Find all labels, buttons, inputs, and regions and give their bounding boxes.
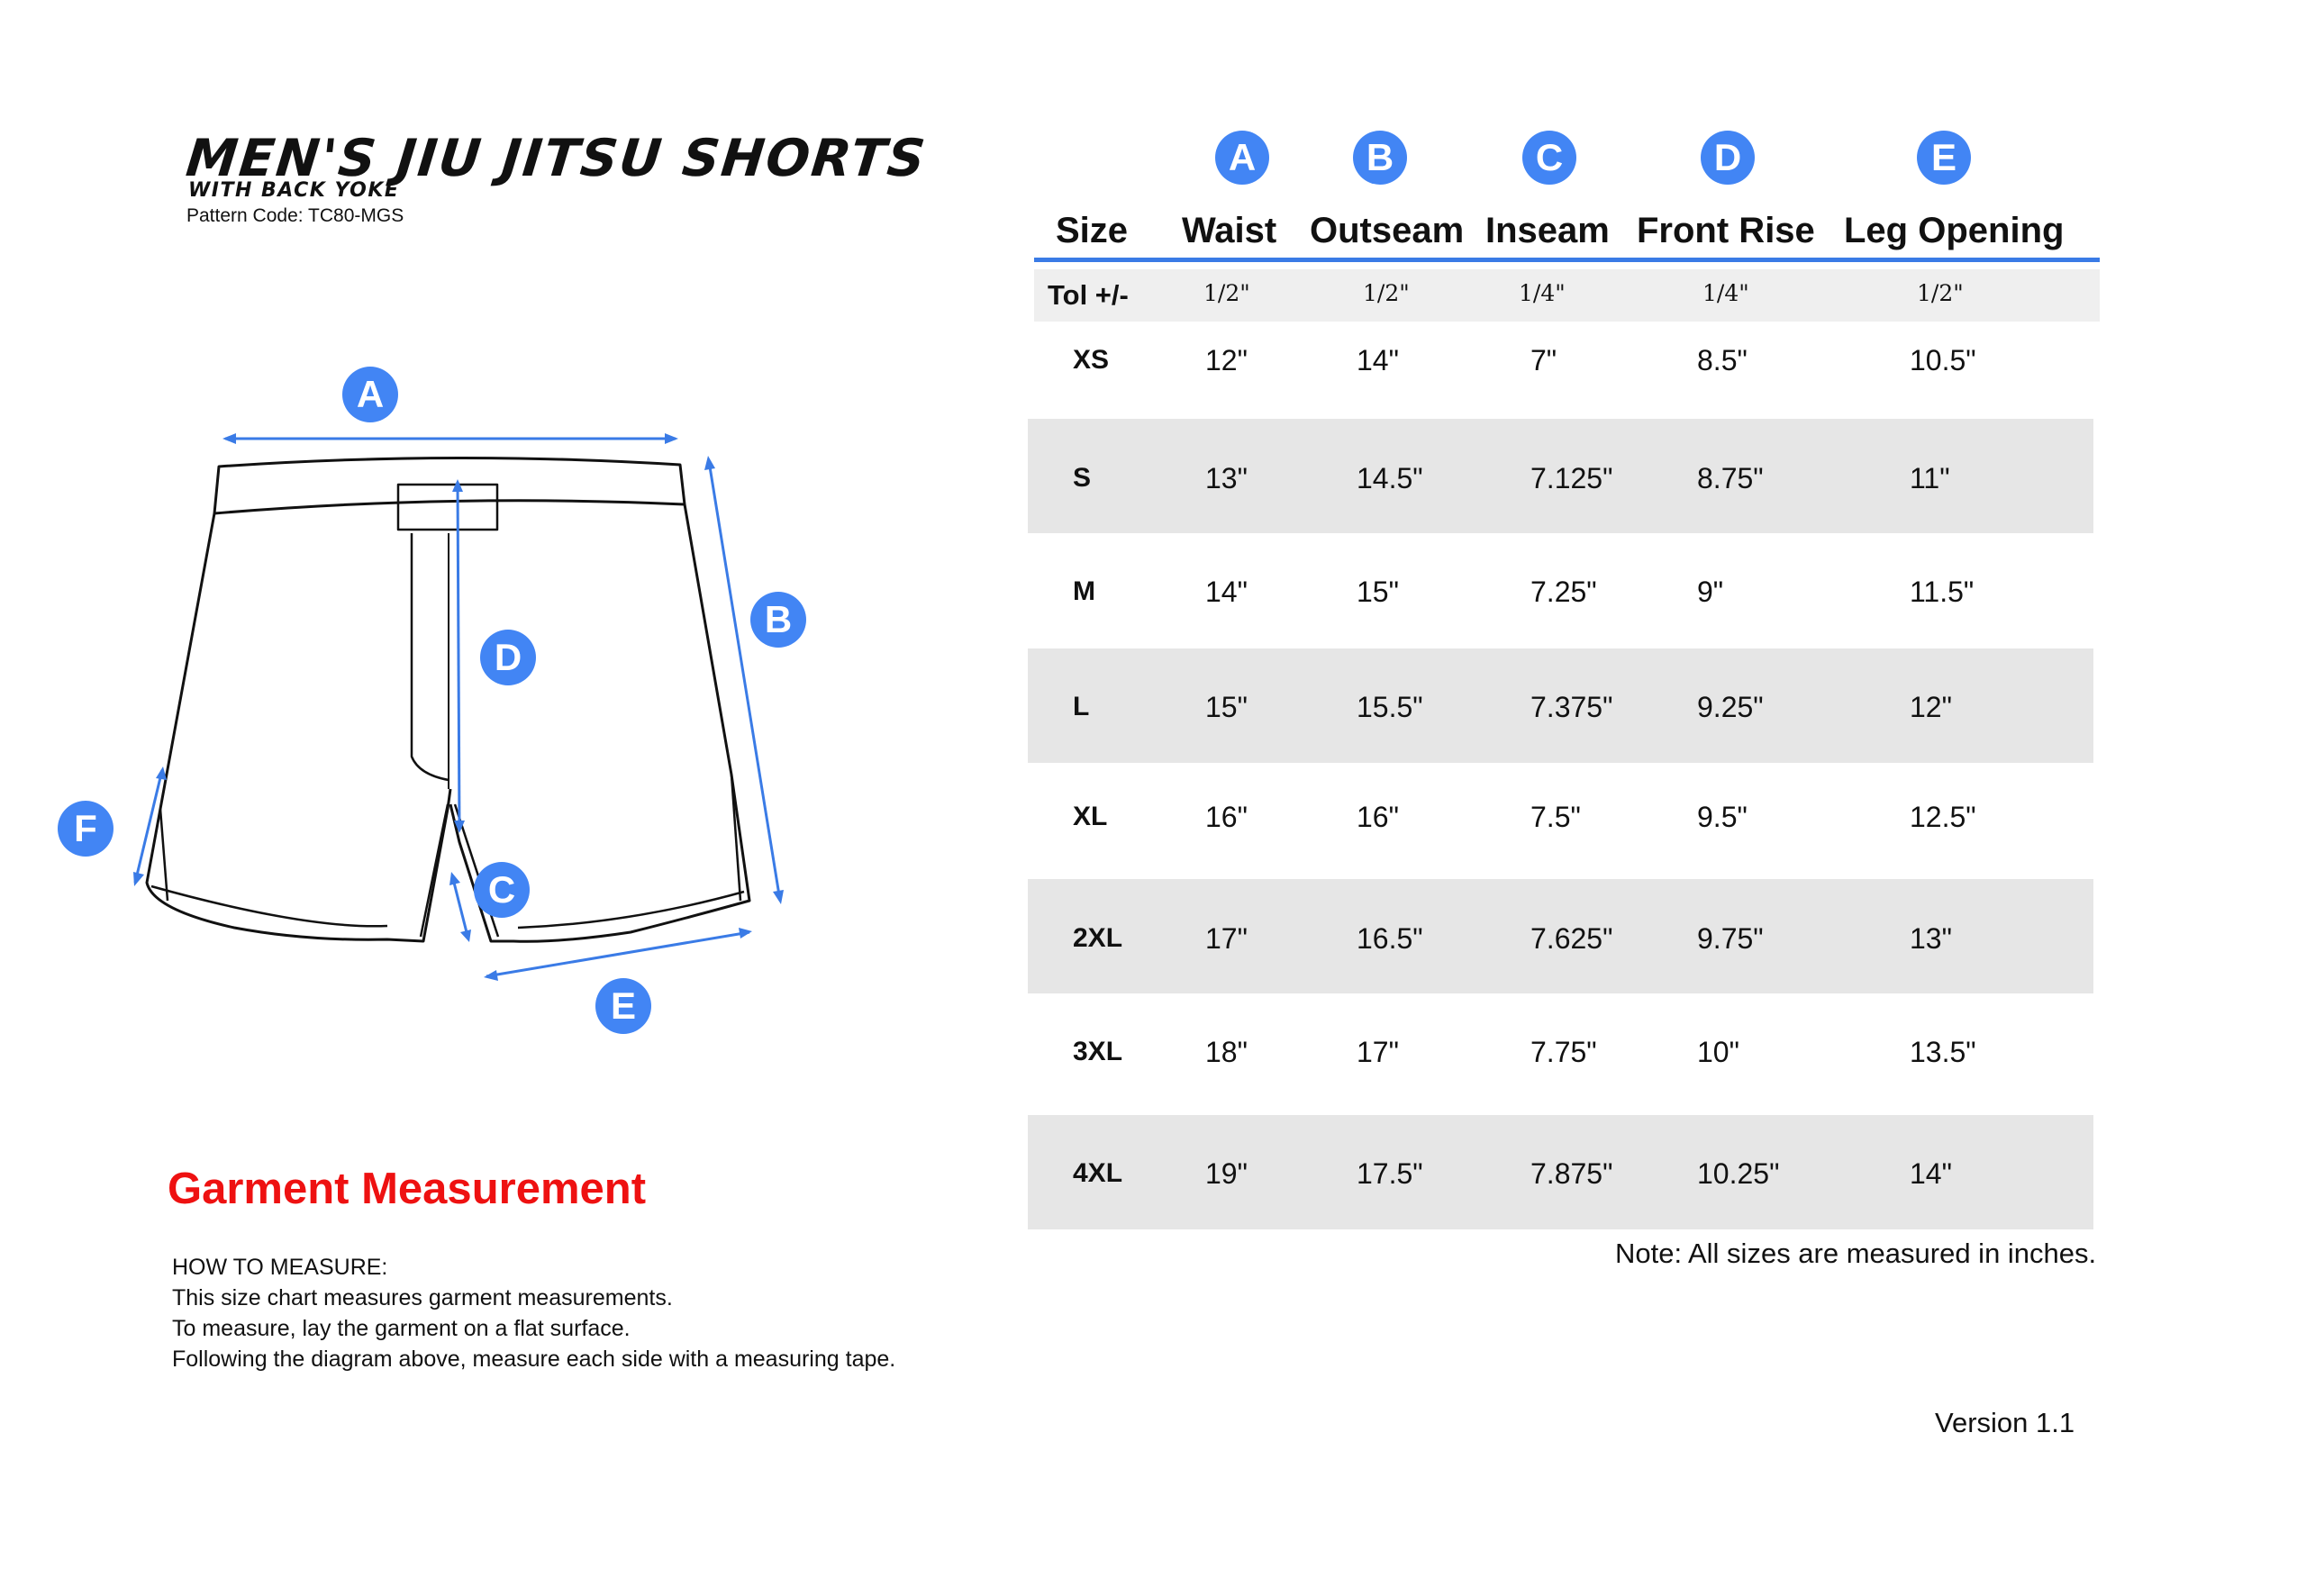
size-cell: 3XL <box>1073 1037 1123 1066</box>
inseam-cell: 7" <box>1530 344 1557 376</box>
row-shade <box>1028 648 2093 763</box>
outseam-cell: 14" <box>1357 344 1399 376</box>
size-cell: 4XL <box>1073 1158 1123 1188</box>
leg-opening-cell: 13.5" <box>1910 1036 1976 1068</box>
outseam-cell: 16" <box>1357 801 1399 833</box>
front-rise-cell: 10" <box>1697 1036 1739 1068</box>
waist-cell: 16" <box>1205 801 1248 833</box>
outseam-cell: 17" <box>1357 1036 1399 1068</box>
column-letter-b: B <box>1353 131 1407 185</box>
column-header-leg-opening: Leg Opening <box>1844 211 2065 250</box>
waist-cell: 17" <box>1205 922 1248 955</box>
shorts-diagram: A B C D E F <box>58 367 806 1034</box>
waist-cell: 13" <box>1205 462 1248 494</box>
inseam-cell: 7.25" <box>1530 576 1597 608</box>
front-rise-cell: 8.75" <box>1697 462 1764 494</box>
diagram-label-d-text: D <box>495 636 522 678</box>
column-header-waist: Waist <box>1182 211 1277 250</box>
size-cell: M <box>1073 576 1095 606</box>
front-rise-cell: 9.5" <box>1697 801 1748 833</box>
front-rise-cell: 9" <box>1697 576 1724 608</box>
front-rise-cell: 9.25" <box>1697 691 1764 723</box>
column-letter-e: E <box>1917 131 1971 185</box>
size-cell: XS <box>1073 345 1110 375</box>
diagram-label-b-text: B <box>765 598 792 640</box>
diagram-label-c-text: C <box>488 868 515 911</box>
diagram-label-e-text: E <box>611 984 636 1027</box>
leg-opening-cell: 11.5" <box>1910 576 1975 608</box>
diagram-label-f-text: F <box>74 807 97 849</box>
column-header-size: Size <box>1056 211 1129 250</box>
column-header-front-rise: Front Rise <box>1637 211 1815 250</box>
tolerance-label: Tol +/- <box>1048 279 1129 311</box>
diagram-label-a: A <box>342 367 398 422</box>
waist-cell: 14" <box>1205 576 1248 608</box>
front-rise-cell: 10.25" <box>1697 1157 1780 1190</box>
outseam-cell: 17.5" <box>1357 1157 1423 1190</box>
how-to-line: Following the diagram above, measure eac… <box>172 1347 896 1372</box>
how-to-measure: HOW TO MEASURE: This size chart measures… <box>172 1252 895 1374</box>
shorts-outline <box>145 456 751 943</box>
diagram-label-b: B <box>750 592 806 648</box>
units-note: Note: All sizes are measured in inches. <box>1615 1238 2097 1269</box>
how-to-line: To measure, lay the garment on a flat su… <box>172 1316 631 1341</box>
diagram-label-a-text: A <box>357 373 384 415</box>
version-label: Version 1.1 <box>1935 1407 2075 1438</box>
measurement-arrows <box>133 433 784 981</box>
inseam-cell: 7.875" <box>1530 1157 1613 1190</box>
column-letter-c: C <box>1522 131 1576 185</box>
size-cell: S <box>1073 463 1092 493</box>
inseam-cell: 7.375" <box>1530 691 1613 723</box>
column-letter-a: A <box>1215 131 1269 185</box>
header-underline <box>1034 258 2100 262</box>
outseam-cell: 15.5" <box>1357 691 1423 723</box>
column-header-outseam: Outseam <box>1310 211 1465 250</box>
inseam-cell: 7.625" <box>1530 922 1613 955</box>
size-cell: XL <box>1073 802 1108 831</box>
inseam-cell: 7.5" <box>1530 801 1581 833</box>
tolerance-outseam: 1/2" <box>1363 280 1410 306</box>
leg-opening-cell: 12.5" <box>1910 801 1976 833</box>
waist-cell: 19" <box>1205 1157 1248 1190</box>
row-shade <box>1028 1115 2093 1229</box>
diagram-label-f: F <box>58 801 113 857</box>
inseam-cell: 7.75" <box>1530 1036 1597 1068</box>
how-to-heading: HOW TO MEASURE: <box>172 1255 388 1280</box>
pattern-code: Pattern Code: TC80-MGS <box>186 205 404 226</box>
inseam-cell: 7.125" <box>1530 462 1613 494</box>
leg-opening-cell: 11" <box>1910 462 1950 494</box>
tolerance-waist: 1/2" <box>1203 280 1250 306</box>
diagram-label-e: E <box>595 978 651 1034</box>
tolerance-inseam: 1/4" <box>1519 280 1566 306</box>
how-to-line: This size chart measures garment measure… <box>172 1285 673 1310</box>
diagram-label-d: D <box>480 630 536 685</box>
row-shade <box>1028 419 2093 533</box>
size-cell: 2XL <box>1073 923 1123 953</box>
row-shade <box>1028 879 2093 993</box>
outseam-cell: 14.5" <box>1357 462 1423 494</box>
leg-opening-cell: 12" <box>1910 691 1952 723</box>
diagram-label-c: C <box>474 862 530 918</box>
front-rise-cell: 8.5" <box>1697 344 1748 376</box>
leg-opening-cell: 13" <box>1910 922 1952 955</box>
waist-cell: 15" <box>1205 691 1248 723</box>
outseam-cell: 15" <box>1357 576 1399 608</box>
tolerance-leg-opening: 1/2" <box>1917 280 1964 306</box>
tolerance-row <box>1034 269 2100 322</box>
column-letter-d: D <box>1701 131 1755 185</box>
size-cell: L <box>1073 692 1090 721</box>
section-title: Garment Measurement <box>168 1165 647 1213</box>
leg-opening-cell: 10.5" <box>1910 344 1976 376</box>
front-rise-cell: 9.75" <box>1697 922 1764 955</box>
waist-cell: 18" <box>1205 1036 1248 1068</box>
leg-opening-cell: 14" <box>1910 1157 1952 1190</box>
page-subtitle: WITH BACK YOKE <box>188 179 400 202</box>
column-header-inseam: Inseam <box>1485 211 1610 250</box>
waist-cell: 12" <box>1205 344 1248 376</box>
outseam-cell: 16.5" <box>1357 922 1423 955</box>
tolerance-front-rise: 1/4" <box>1702 280 1749 306</box>
